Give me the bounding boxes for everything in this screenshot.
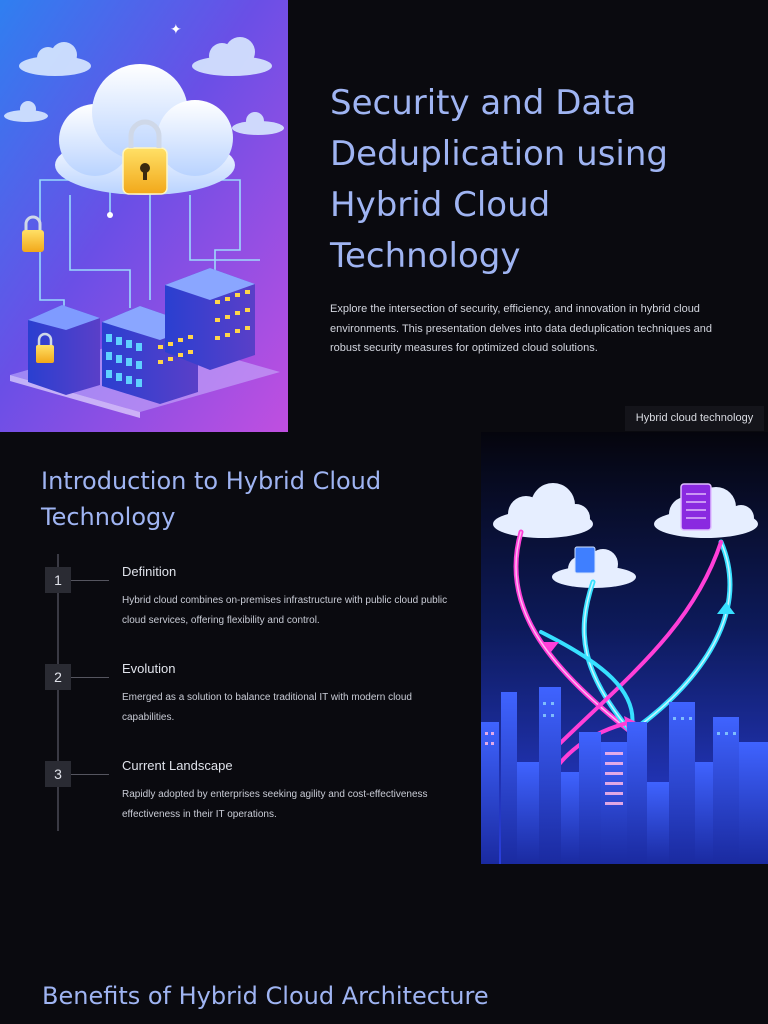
timeline-line [57, 554, 59, 831]
step-connector [71, 580, 109, 581]
timeline-step-current-landscape: 3 Current Landscape Rapidly adopted by e… [0, 758, 460, 851]
timeline-step-evolution: 2 Evolution Emerged as a solution to bal… [0, 661, 460, 754]
step-title: Evolution [122, 661, 176, 676]
image-caption: Hybrid cloud technology [625, 406, 764, 431]
step-description: Rapidly adopted by enterprises seeking a… [122, 789, 428, 820]
step-description: Emerged as a solution to balance traditi… [122, 692, 412, 723]
step-title: Current Landscape [122, 758, 233, 773]
step-connector [71, 677, 109, 678]
hybrid-cloud-city-illustration [481, 432, 768, 864]
step-description: Hybrid cloud combines on-premises infras… [122, 595, 448, 626]
step-number-badge: 3 [45, 761, 71, 787]
timeline-step-definition: 1 Definition Hybrid cloud combines on-pr… [0, 564, 460, 657]
presentation-description: Explore the intersection of security, ef… [330, 303, 712, 354]
step-connector [71, 774, 109, 775]
step-number-badge: 2 [45, 664, 71, 690]
hybrid-cloud-security-illustration: ✦ [0, 0, 288, 432]
step-title: Definition [122, 564, 177, 579]
step-number-badge: 1 [45, 567, 71, 593]
section-title-introduction: Introduction to Hybrid Cloud Technology [41, 467, 382, 531]
presentation-title: Security and Data Deduplication using Hy… [330, 83, 669, 276]
section-title-benefits: Benefits of Hybrid Cloud Architecture [42, 982, 489, 1010]
svg-text:✦: ✦ [170, 22, 182, 38]
